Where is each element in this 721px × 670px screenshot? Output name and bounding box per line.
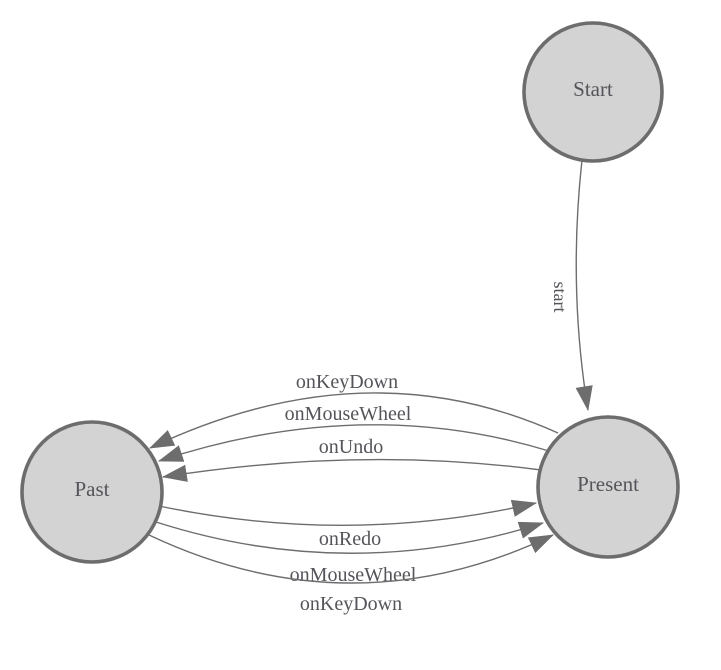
node-label-start: Start — [573, 77, 613, 101]
edge-label-onMouseWheel: onMouseWheel — [290, 564, 417, 586]
node-start[interactable]: Start — [522, 21, 664, 163]
edge-label-onMouseWheel: onMouseWheel — [285, 403, 412, 425]
edge-start-to-present-0 — [575, 159, 593, 412]
edge-label-onUndo: onUndo — [319, 436, 383, 458]
edge-past-to-present-4 — [158, 499, 538, 526]
node-circle-start[interactable] — [522, 21, 664, 163]
edges-layer: start onKeyDown onMouseWheel onUndo onRedo on… — [148, 159, 593, 615]
edge-past-to-present-5 — [155, 521, 545, 554]
node-label-past: Past — [74, 477, 109, 501]
edge-label-onRedo: onRedo — [319, 528, 381, 550]
node-circle-past[interactable] — [20, 420, 164, 564]
edge-label-start: start — [550, 282, 570, 313]
node-present[interactable]: Present — [536, 415, 680, 559]
edge-present-to-past-1 — [149, 392, 559, 449]
edge-present-to-past-2 — [157, 424, 550, 462]
edge-label-onKeyDown: onKeyDown — [300, 593, 402, 615]
node-past[interactable]: Past — [20, 420, 164, 564]
node-label-present: Present — [577, 472, 639, 496]
node-circle-present[interactable] — [536, 415, 680, 559]
edge-present-to-past-3 — [161, 458, 542, 482]
edge-past-to-present-6 — [148, 534, 554, 584]
edge-label-onKeyDown: onKeyDown — [296, 371, 398, 393]
